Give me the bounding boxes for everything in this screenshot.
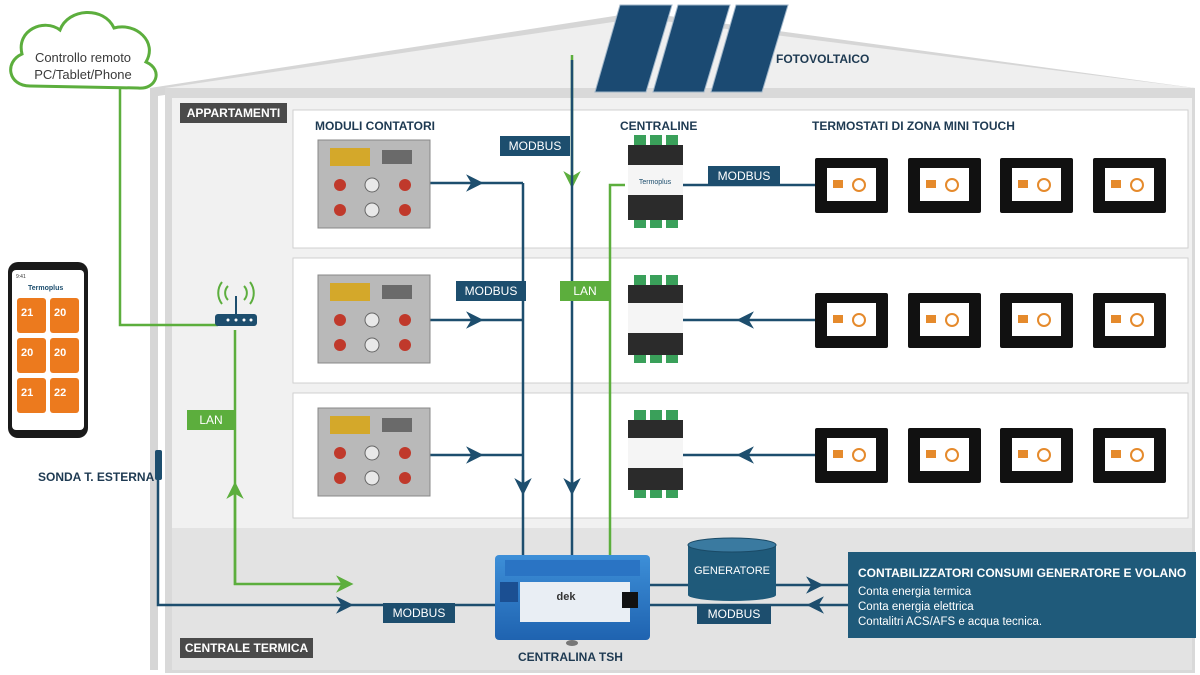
info-panel-line-1: Conta energia termica (858, 586, 972, 598)
router-icon (215, 281, 257, 326)
tag-modbus-bottom-right: MODBUS (697, 604, 771, 624)
info-panel-title: CONTABILIZZATORI CONSUMI GENERATORE E VO… (858, 566, 1187, 580)
tag-modbus-bottom-left: MODBUS (383, 603, 455, 623)
tag-lan-mid: LAN (560, 281, 610, 301)
header-thermostats: TERMOSTATI DI ZONA MINI TOUCH (812, 119, 1015, 133)
header-meters: MODULI CONTATORI (315, 119, 435, 133)
phone-tile: 20 (50, 338, 79, 373)
info-panel: CONTABILIZZATORI CONSUMI GENERATORE E VO… (848, 552, 1196, 638)
external-probe-icon (155, 450, 162, 480)
controller-2 (628, 275, 683, 363)
thermostat-device (815, 158, 888, 213)
phone-tile: 20 (50, 298, 79, 333)
meter-module-1 (317, 139, 431, 229)
tsh-central-unit: dek (495, 555, 650, 646)
header-photovoltaic: FOTOVOLTAICO (776, 52, 870, 66)
thermostat-device (1000, 293, 1073, 348)
thermostats (815, 158, 1166, 483)
phone-tile-value: 20 (54, 307, 66, 319)
controller-brand: Termoplus (639, 179, 672, 186)
thermostat-device (1000, 158, 1073, 213)
info-panel-line-2: Conta energia elettrica (858, 601, 974, 613)
phone-tile-value: 22 (54, 387, 66, 399)
thermostat-device (1000, 428, 1073, 483)
thermostat-device (908, 293, 981, 348)
phone-tile-value: 21 (21, 387, 33, 399)
section-apartments: APPARTAMENTI (180, 103, 287, 123)
generator-tank: GENERATORE (687, 537, 777, 601)
generator-label: GENERATORE (694, 565, 770, 577)
smartphone: 9:41 Termoplus 21 20 20 20 21 22 (8, 262, 88, 438)
thermostat-device (1093, 428, 1166, 483)
thermostat-device (1093, 158, 1166, 213)
phone-tile-value: 20 (54, 347, 66, 359)
controller-3 (628, 410, 683, 498)
header-tsh: CENTRALINA TSH (518, 650, 623, 664)
phone-time: 9:41 (16, 274, 26, 280)
cloud-label: Controllo remoto PC/Tablet/Phone (20, 49, 146, 83)
thermostat-device (1093, 293, 1166, 348)
info-panel-line-3: Contalitri ACS/AFS e acqua tecnica. (858, 616, 1043, 628)
tag-lan-left: LAN (187, 410, 235, 430)
tag-modbus-thermostats: MODBUS (708, 166, 780, 186)
phone-brand: Termoplus (28, 285, 63, 292)
cloud-icon (9, 11, 158, 90)
tag-modbus-top: MODBUS (500, 136, 570, 156)
meter-module-2 (317, 274, 431, 364)
modbus-lines (156, 60, 850, 614)
thermostat-device (908, 428, 981, 483)
thermostat-device (908, 158, 981, 213)
tsh-brand: dek (557, 591, 577, 603)
phone-tile-value: 21 (21, 307, 33, 319)
phone-tile: 22 (50, 378, 79, 413)
header-external-probe: SONDA T. ESTERNA (38, 470, 155, 484)
controller-1: Termoplus (628, 135, 683, 228)
tag-modbus-mid: MODBUS (456, 281, 526, 301)
phone-tile: 21 (17, 378, 46, 413)
phone-tiles: 21 20 20 20 21 22 (17, 298, 79, 413)
cloud-line-2: PC/Tablet/Phone (34, 67, 132, 82)
phone-tile: 20 (17, 338, 46, 373)
cloud-line-1: Controllo remoto (34, 50, 132, 65)
thermostat-device (815, 293, 888, 348)
section-plant-room: CENTRALE TERMICA (180, 638, 313, 658)
phone-tile: 21 (17, 298, 46, 333)
solar-panels-icon (594, 4, 789, 93)
header-controllers: CENTRALINE (620, 119, 698, 133)
thermostat-device (815, 428, 888, 483)
phone-tile-value: 20 (21, 347, 33, 359)
meter-module-3 (317, 407, 431, 497)
